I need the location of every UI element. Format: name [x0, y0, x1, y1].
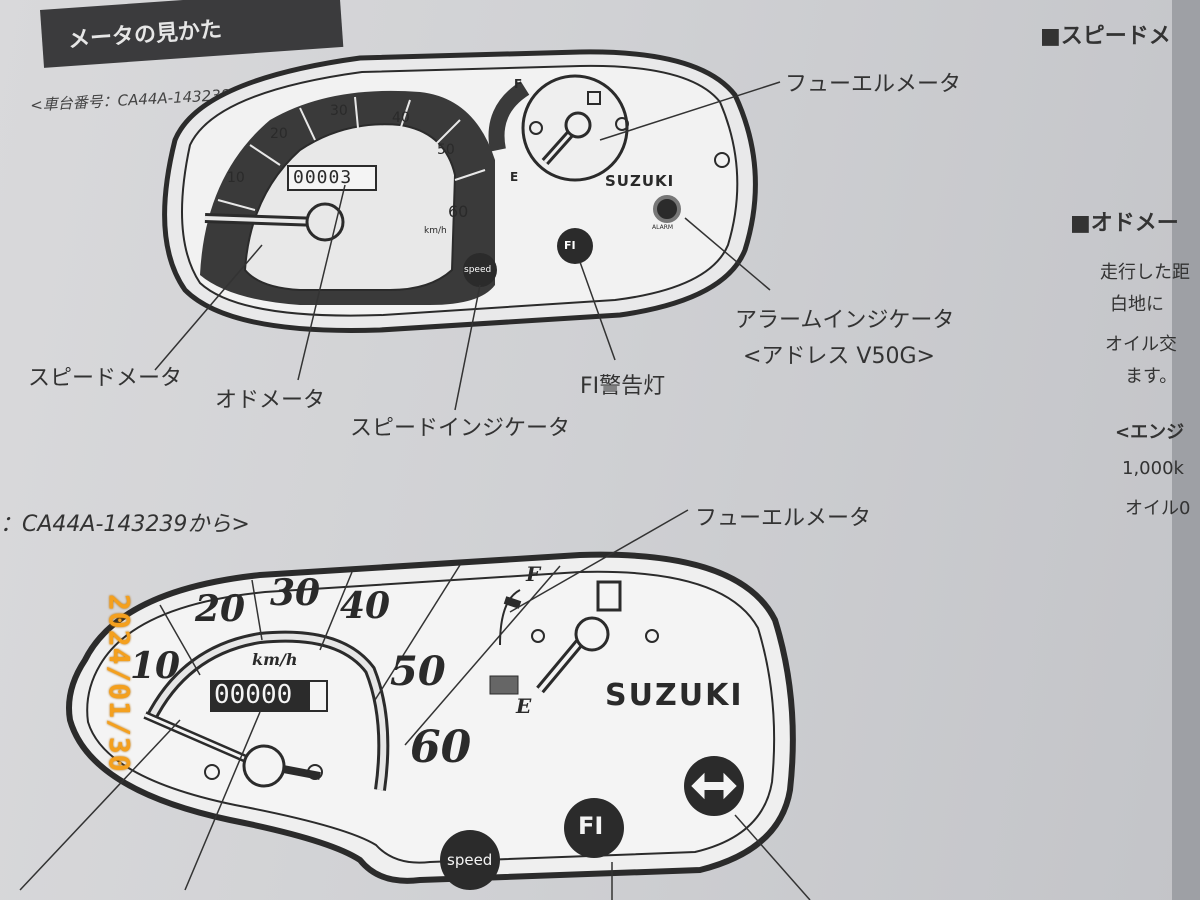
bottom-tick-20: 20 — [195, 588, 246, 630]
bottom-fuel-label: フューエルメータ — [695, 506, 872, 531]
top-tick-40: 40 — [392, 110, 410, 126]
right-line-2: 白地に — [1110, 294, 1164, 315]
right-line-5: <エンジ — [1115, 422, 1185, 443]
top-fuel-label: フューエルメータ — [785, 72, 962, 97]
bottom-fuel-f: F — [526, 562, 541, 586]
top-tick-20: 20 — [270, 126, 288, 142]
bottom-tick-30: 30 — [270, 572, 321, 614]
top-alarm-indicator — [653, 195, 681, 223]
top-brand: SUZUKI — [605, 172, 675, 190]
bottom-fi-label: FI — [578, 812, 604, 840]
top-speedo-label: スピードメータ — [28, 366, 183, 391]
bottom-tick-10: 10 — [130, 645, 181, 687]
top-fi-warning-label: FI警告灯 — [580, 374, 666, 399]
right-line-4: ます。 — [1125, 366, 1178, 387]
bottom-tick-40: 40 — [340, 585, 391, 627]
top-odo-label: オドメータ — [215, 388, 326, 413]
bottom-fuel-e-mark — [489, 675, 519, 695]
bottom-caption: ：CA44A-143239から> — [0, 512, 250, 537]
bottom-odometer-value: 00000 — [214, 680, 293, 710]
bottom-speed-indicator — [440, 830, 500, 890]
right-line-6: 1,000k — [1122, 458, 1184, 479]
bottom-unit: km/h — [252, 650, 298, 669]
top-tick-30: 30 — [330, 103, 348, 119]
top-fuel-f: F — [514, 77, 523, 91]
top-odometer-value: 00003 — [293, 167, 353, 188]
right-line-1: 走行した距 — [1100, 262, 1190, 283]
top-fuel-scale — [488, 81, 530, 152]
top-tick-60: 60 — [448, 202, 469, 221]
fuel-pump-icon — [587, 91, 601, 105]
top-fi-indicator — [557, 228, 593, 264]
right-heading-2: ■オドメー — [1070, 211, 1179, 236]
top-tick-10: 10 — [227, 170, 245, 186]
top-odometer-box — [287, 165, 377, 191]
top-alarm-model: <アドレス V50G> — [743, 344, 935, 369]
top-speed-indicator — [463, 253, 497, 287]
right-line-3: オイル交 — [1105, 334, 1177, 355]
bottom-fi-indicator — [564, 798, 624, 858]
top-unit: km/h — [424, 226, 447, 236]
bottom-fuel-hub — [574, 616, 610, 652]
bottom-tick-50: 50 — [390, 648, 446, 695]
top-alarm-badge: ALARM — [652, 224, 674, 231]
bottom-fuel-e: E — [516, 694, 532, 718]
top-speed-badge: speed — [464, 265, 492, 275]
right-heading-1: ■スピードメ — [1040, 24, 1171, 49]
bottom-brand: SUZUKI — [605, 678, 744, 713]
bottom-speedo-dividers — [159, 564, 561, 746]
date-stamp: 2024/01/30 — [103, 594, 136, 773]
bottom-speed-badge: speed — [447, 851, 493, 869]
top-speedo-ticks — [217, 96, 486, 211]
bottom-needle-hub — [242, 744, 286, 788]
bottom-leader-lines — [19, 509, 811, 900]
bottom-bezel-inner — [86, 570, 776, 864]
right-line-7: オイル0 — [1125, 498, 1191, 519]
top-fi-label: FI — [564, 239, 576, 252]
bottom-tick-60: 60 — [410, 722, 472, 773]
top-alarm-label: アラームインジケータ — [735, 308, 955, 333]
bottom-odometer-box — [210, 680, 328, 712]
top-fuel-e: E — [510, 170, 519, 184]
top-tick-50: 50 — [437, 142, 455, 158]
top-speed-ind-label: スピードインジケータ — [350, 416, 571, 441]
bottom-fuel-scale — [499, 589, 521, 646]
page-edge — [1172, 0, 1200, 900]
top-leader-lines — [154, 81, 781, 411]
fuel-pump-icon — [596, 580, 622, 612]
